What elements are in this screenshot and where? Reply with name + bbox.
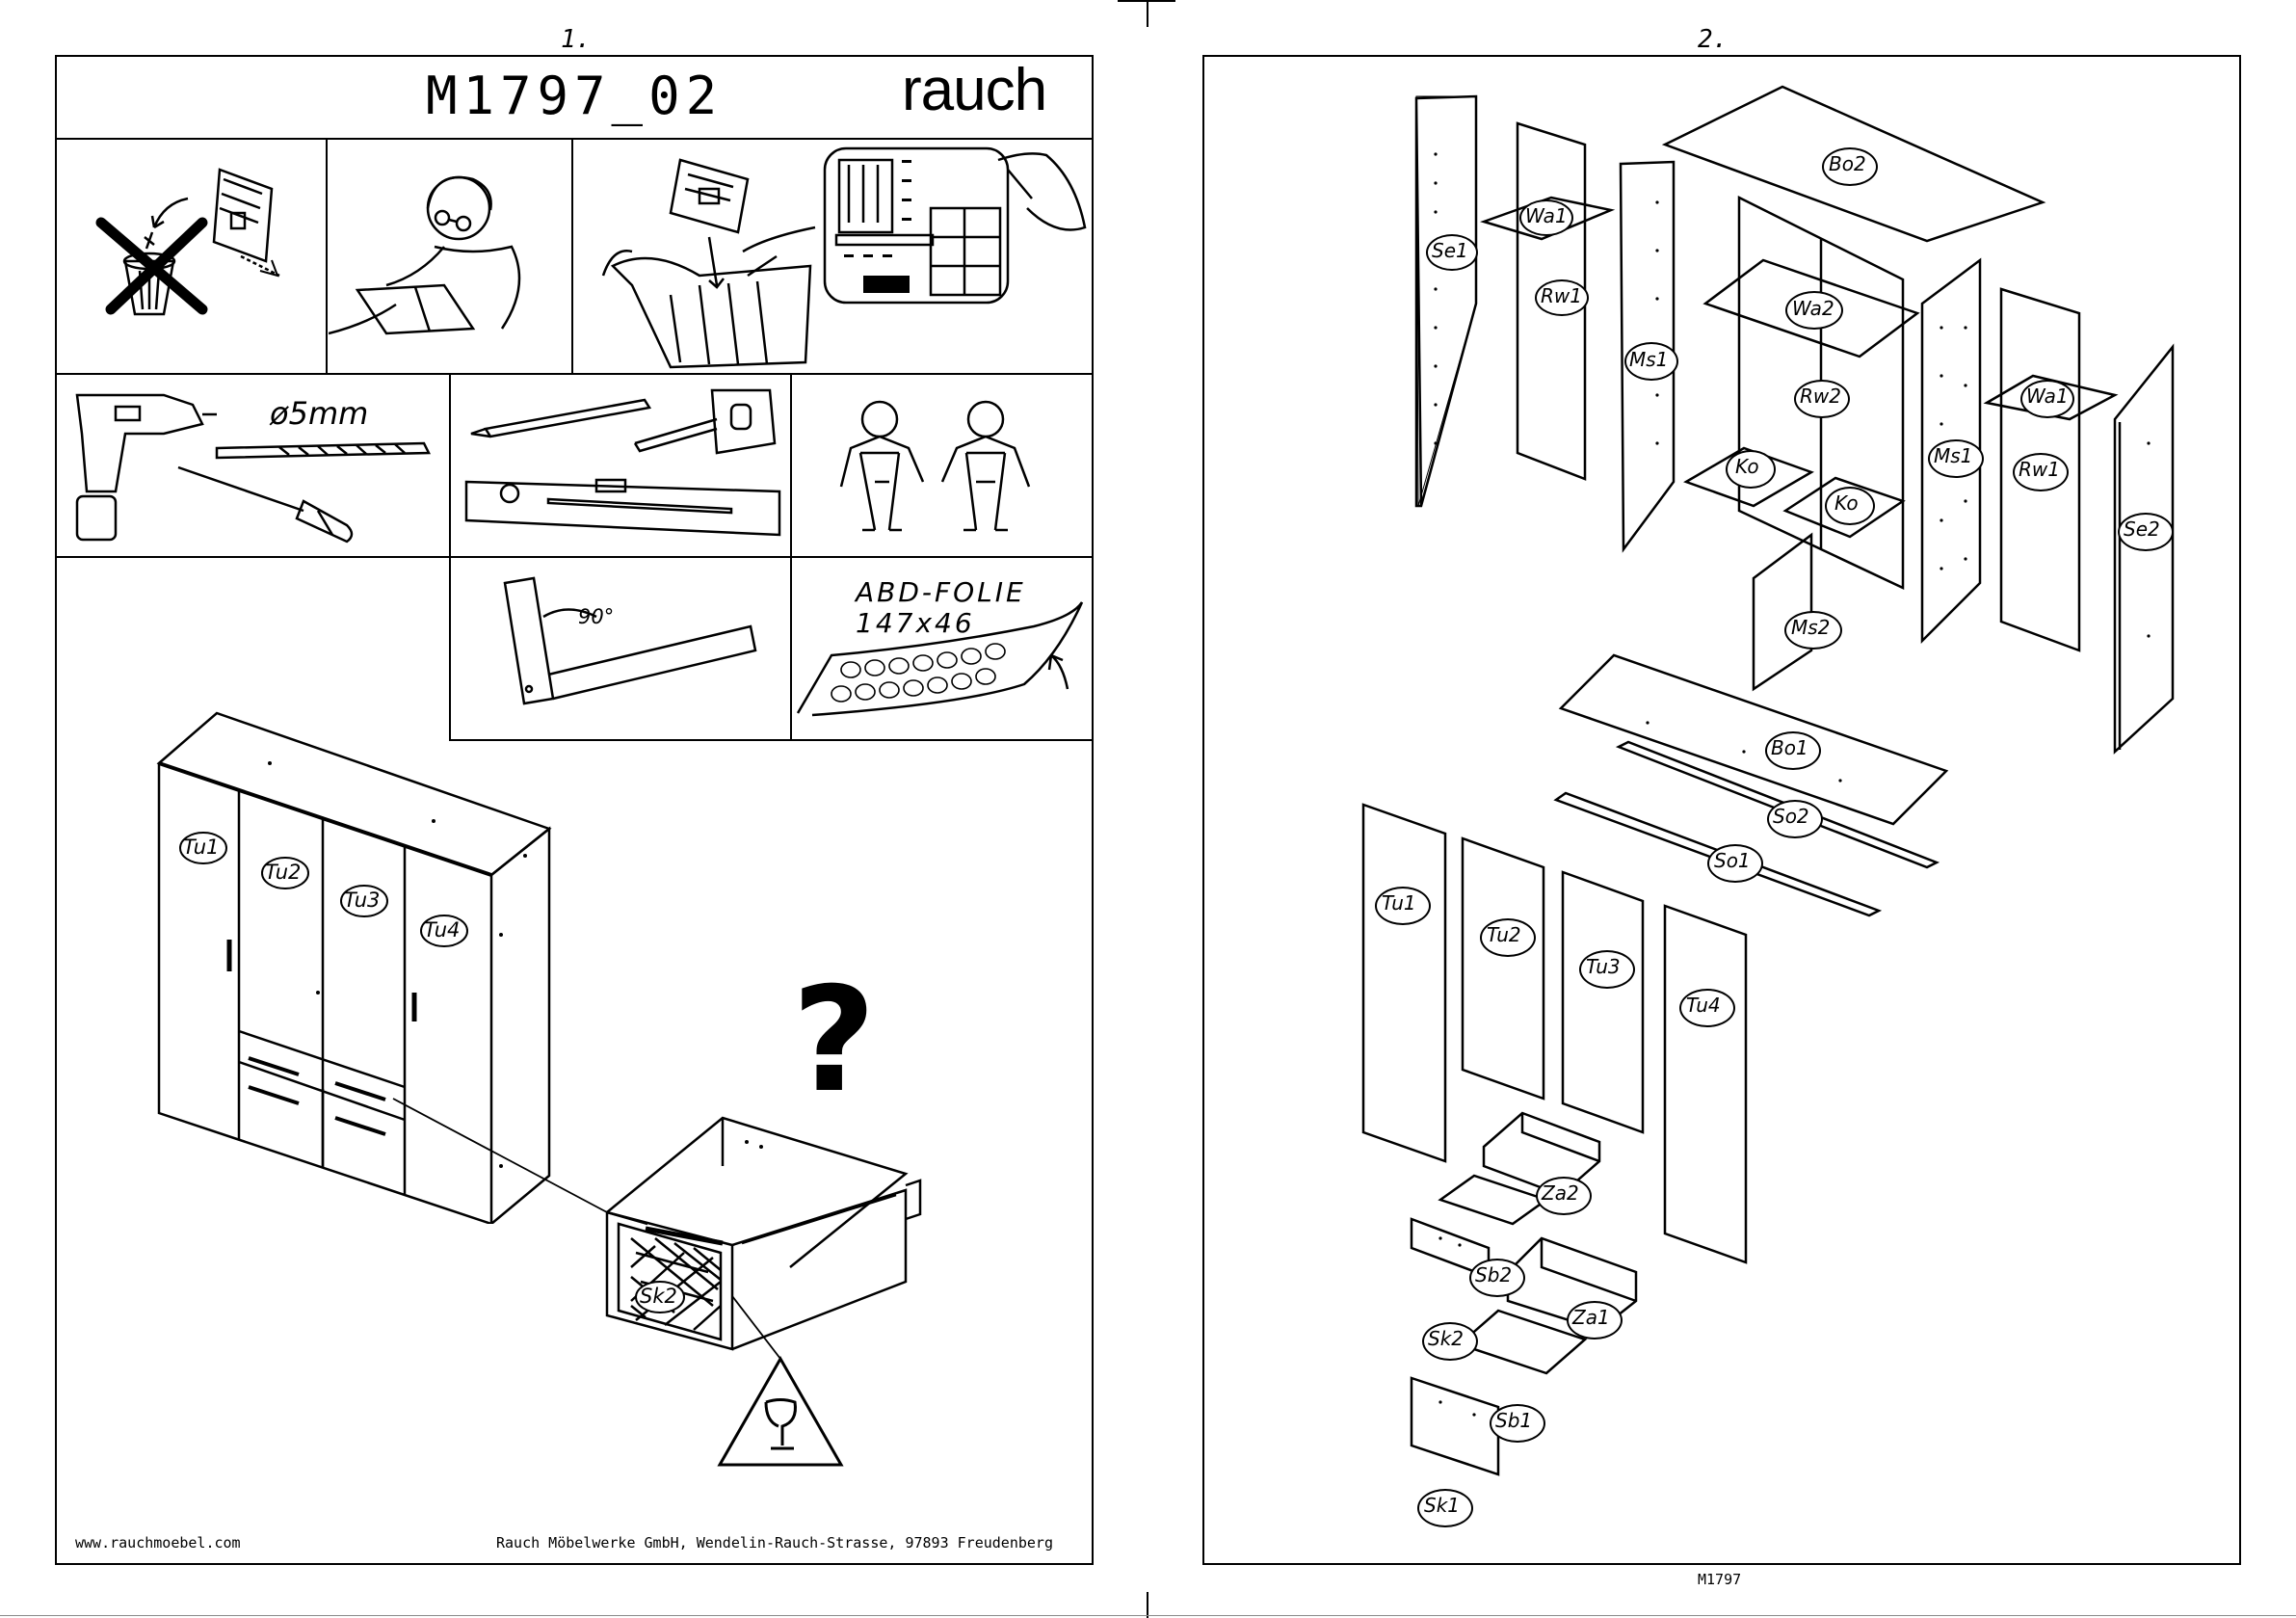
crop-mark-top [1147, 0, 1148, 27]
footer-company-address: Rauch Möbelwerke GmbH, Wendelin-Rauch-St… [496, 1534, 1053, 1552]
label-tu1-text: Tu1 [1382, 891, 1416, 915]
foil-label-line1: ABD-FOLIE [856, 576, 1026, 608]
label-za2-text: Za2 [1542, 1181, 1579, 1205]
parts-exploded-view [1204, 58, 2239, 1561]
label-bo1-text: Bo1 [1771, 736, 1808, 759]
label-rw1-left-text: Rw1 [1541, 284, 1582, 307]
brand-logo: rauch [902, 56, 1046, 124]
tape-measure-icon [712, 390, 775, 453]
reading-person-illustration [329, 141, 571, 372]
door-label-tu2-text: Tu2 [265, 861, 301, 884]
booklet-icon [214, 170, 272, 261]
label-sk1-text: Sk1 [1424, 1494, 1460, 1517]
label-ko-right-text: Ko [1834, 491, 1859, 515]
folder-icon [613, 258, 810, 367]
crop-mark-top-h [1118, 0, 1175, 2]
store-booklet-illustration [574, 141, 1091, 372]
door-label-tu4-text: Tu4 [424, 918, 460, 942]
label-sb2-text: Sb2 [1475, 1263, 1512, 1286]
page-number-2: 2. [1698, 25, 1728, 54]
label-sheet-icon [825, 148, 1008, 303]
label-wa1-right-text: Wa1 [2026, 385, 2069, 408]
label-sb1-text: Sb1 [1495, 1409, 1532, 1432]
person-icon-right [942, 402, 1029, 530]
label-se2-text: Se2 [2124, 517, 2160, 541]
angle-label: 90° [578, 605, 614, 628]
drill-tools-illustration [58, 376, 447, 555]
label-sk2-text: Sk2 [1428, 1327, 1464, 1350]
try-square-icon [505, 578, 553, 703]
part-tu3 [1563, 872, 1643, 1132]
label-wa2-text: Wa2 [1792, 297, 1834, 320]
label-so2-text: So2 [1773, 805, 1809, 828]
part-tu2 [1463, 838, 1544, 1099]
footer-website: www.rauchmoebel.com [75, 1534, 241, 1552]
label-rw2-text: Rw2 [1800, 385, 1841, 408]
screwdriver-icon [178, 467, 303, 511]
label-za1-text: Za1 [1572, 1306, 1610, 1329]
part-tu1 [1363, 805, 1445, 1161]
two-persons-illustration [793, 376, 1091, 555]
no-trash-illustration [58, 141, 324, 372]
foil-label-line2: 147x46 [856, 607, 975, 639]
label-ms2-text: Ms2 [1791, 616, 1830, 639]
label-tu3-text: Tu3 [1586, 955, 1621, 978]
label-bo2-text: Bo2 [1829, 152, 1866, 175]
label-tu4-text: Tu4 [1686, 994, 1721, 1017]
label-so1-text: So1 [1714, 849, 1751, 872]
label-tu2-text: Tu2 [1487, 923, 1521, 946]
footer-model-number: M1797 [1698, 1571, 1741, 1588]
crop-mark-bottom [1147, 1592, 1148, 1618]
glass-warning-icon [713, 1258, 848, 1470]
label-rw1-right-text: Rw1 [2019, 458, 2060, 481]
label-se1-text: Se1 [1432, 239, 1468, 262]
part-sk1 [1412, 1378, 1498, 1474]
door-label-tu1-text: Tu1 [183, 836, 219, 859]
measure-tools-illustration [452, 376, 789, 555]
pencil-icon [471, 400, 649, 437]
document-title: M1797_02 [426, 66, 723, 126]
drawer-label-sk2-text: Sk2 [640, 1285, 677, 1308]
label-ms1-right-text: Ms1 [1934, 444, 1972, 467]
crop-mark-bottom-h [0, 1615, 2296, 1616]
door-label-tu3-text: Tu3 [344, 889, 380, 912]
label-ko-left-text: Ko [1735, 455, 1759, 478]
label-ms1-left-text: Ms1 [1629, 348, 1668, 371]
drill-size-label: ø5mm [270, 395, 368, 432]
part-tu4 [1665, 906, 1746, 1262]
page-number-1: 1. [561, 25, 591, 54]
person-icon-left [841, 402, 923, 530]
label-wa1-left-text: Wa1 [1525, 204, 1568, 227]
part-se1 [1416, 96, 1476, 506]
